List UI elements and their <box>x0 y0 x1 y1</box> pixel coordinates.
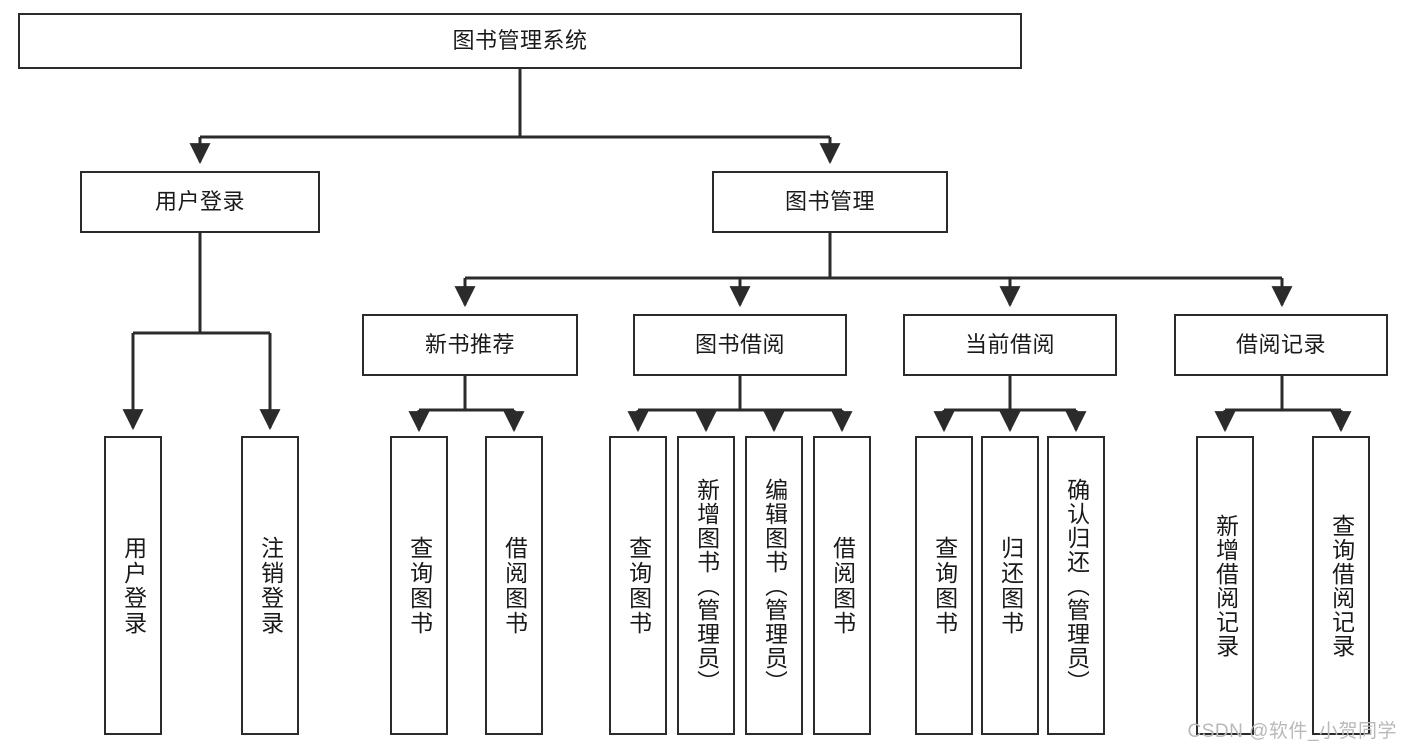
node-label: 借阅图书 <box>501 535 527 636</box>
leaf-query-book-borrow[interactable]: 查询图书 <box>609 436 667 735</box>
leaf-add-book-admin[interactable]: 新增图书（管理员） <box>677 436 735 735</box>
leaf-user-login[interactable]: 用户登录 <box>104 436 162 735</box>
leaf-borrow-book-new[interactable]: 借阅图书 <box>485 436 543 735</box>
node-label: 用户登录 <box>154 189 245 215</box>
node-borrow-records[interactable]: 借阅记录 <box>1174 314 1388 376</box>
node-label: 注销登录 <box>257 535 283 636</box>
node-current-borrow[interactable]: 当前借阅 <box>903 314 1117 376</box>
leaf-return-book[interactable]: 归还图书 <box>981 436 1039 735</box>
csdn-watermark: CSDN @软件_小贺同学 <box>1187 721 1397 742</box>
node-label: 查询图书 <box>406 535 432 636</box>
node-label: 图书借阅 <box>694 332 785 358</box>
node-label: 新增图书（管理员） <box>693 477 719 694</box>
node-label: 借阅图书 <box>829 535 855 636</box>
node-label: 确认归还（管理员） <box>1063 477 1089 694</box>
leaf-confirm-return-admin[interactable]: 确认归还（管理员） <box>1047 436 1105 735</box>
node-label: 编辑图书（管理员） <box>761 477 787 694</box>
node-label: 图书管理 <box>784 189 875 215</box>
node-label: 当前借阅 <box>964 332 1055 358</box>
node-user-login[interactable]: 用户登录 <box>80 171 320 233</box>
node-label: 归还图书 <box>997 535 1023 636</box>
node-root-system[interactable]: 图书管理系统 <box>18 13 1022 69</box>
leaf-add-borrow-record[interactable]: 新增借阅记录 <box>1196 436 1254 735</box>
leaf-query-book-new[interactable]: 查询图书 <box>390 436 448 735</box>
node-label: 查询借阅记录 <box>1328 513 1354 658</box>
node-label: 新书推荐 <box>424 332 515 358</box>
node-new-book-recommend[interactable]: 新书推荐 <box>362 314 578 376</box>
leaf-edit-book-admin[interactable]: 编辑图书（管理员） <box>745 436 803 735</box>
leaf-borrow-book[interactable]: 借阅图书 <box>813 436 871 735</box>
node-label: 查询图书 <box>625 535 651 636</box>
leaf-logout-login[interactable]: 注销登录 <box>241 436 299 735</box>
leaf-query-borrow-record[interactable]: 查询借阅记录 <box>1312 436 1370 735</box>
node-label: 查询图书 <box>931 535 957 636</box>
node-label: 用户登录 <box>120 535 146 636</box>
node-label: 图书管理系统 <box>452 28 588 54</box>
node-label: 新增借阅记录 <box>1212 513 1238 658</box>
node-book-management[interactable]: 图书管理 <box>712 171 948 233</box>
leaf-query-book-current[interactable]: 查询图书 <box>915 436 973 735</box>
node-label: 借阅记录 <box>1235 332 1326 358</box>
node-book-borrow[interactable]: 图书借阅 <box>633 314 847 376</box>
